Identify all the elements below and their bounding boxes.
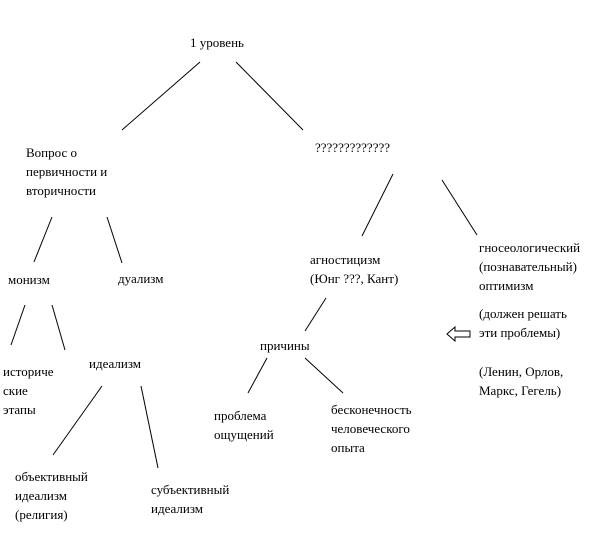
node-must-solve: (должен решать эти проблемы) <box>479 306 567 340</box>
edge-reasons-sensation <box>247 357 268 394</box>
node-question: Вопрос о первичности и вторичности <box>26 145 108 198</box>
node-gnoseological: гносеологический (познавательный) оптими… <box>479 240 581 293</box>
node-sensation-problem: проблема ощущений <box>214 408 274 442</box>
node-agnosticism: агностицизм (Юнг ???, Кант) <box>310 252 399 286</box>
edge-monism-historical <box>10 304 26 346</box>
edge-idealism-subjective <box>140 385 159 469</box>
node-monism: монизм <box>8 272 50 287</box>
node-dualism: дуализм <box>118 271 164 286</box>
edge-agnosticism-reasons <box>304 297 327 332</box>
edge-unknown-gnoseological <box>441 179 478 236</box>
node-idealism: идеализм <box>89 356 142 371</box>
edge-monism-idealism <box>51 304 66 351</box>
edge-idealism-objective <box>52 385 103 456</box>
node-unknown: ????????????? <box>315 140 391 155</box>
edge-question-monism <box>33 216 53 263</box>
edge-question-dualism <box>106 216 123 264</box>
node-root: 1 уровень <box>190 35 244 50</box>
node-historical: историче ские этапы <box>3 364 54 417</box>
edge-root-unknown <box>235 61 304 131</box>
edge-unknown-agnosticism <box>361 173 394 237</box>
node-names: (Ленин, Орлов, Маркс, Гегель) <box>479 364 564 398</box>
node-infinity: бесконечность человеческого опыта <box>331 402 412 455</box>
node-objective-idealism: объективный идеализм (религия) <box>15 469 88 522</box>
node-reasons: причины <box>260 338 310 353</box>
node-subjective-idealism: субъективный идеализм <box>151 482 230 516</box>
edge-root-question <box>121 61 201 131</box>
left-arrow-icon <box>446 326 471 342</box>
edge-reasons-infinity <box>304 357 344 394</box>
